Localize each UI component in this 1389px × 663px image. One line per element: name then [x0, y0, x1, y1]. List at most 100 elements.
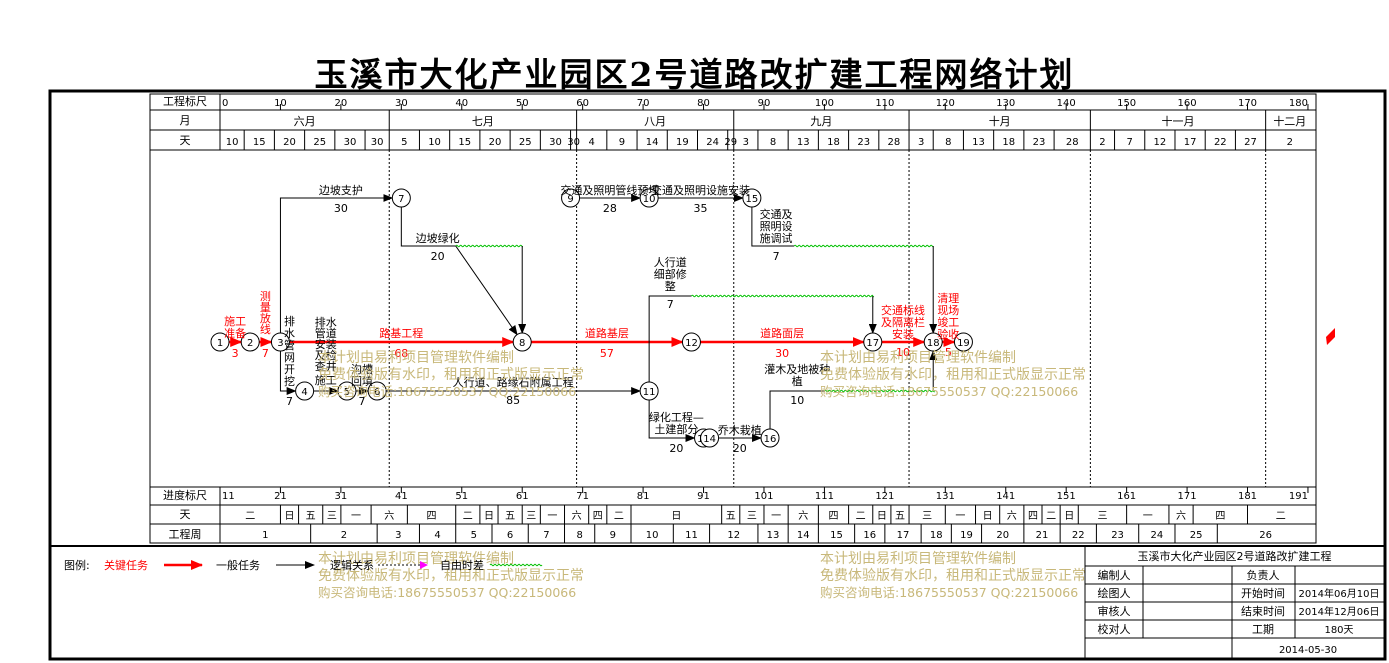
activity-label: 人行道 [654, 255, 687, 269]
event-node [391, 188, 411, 208]
activity-label: 7 [359, 395, 366, 408]
progress-label: 11 [222, 491, 235, 502]
event-node [742, 188, 762, 208]
weekday-cell: 三 [526, 511, 536, 522]
activity-label: 道路面层 [760, 326, 804, 340]
activity-label: 20 [431, 250, 445, 263]
info-project-name: 玉溪市大化产业园区2号道路改扩建工程 [1138, 549, 1332, 563]
normal-arrow [648, 295, 692, 391]
day-cell: 20 [283, 137, 296, 148]
weekday-cell: 二 [1276, 511, 1286, 522]
activity-label: 管道 [315, 326, 337, 340]
activity-label: 土建部分 [654, 422, 698, 436]
ruler-label: 60 [576, 98, 589, 109]
day-cell: 5 [401, 137, 407, 148]
day-cell: 8 [770, 137, 776, 148]
activity-label: 回填 [351, 374, 373, 388]
progress-label: 191 [1289, 491, 1308, 502]
free-float-wave [455, 244, 523, 248]
ruler-label: 160 [1178, 98, 1197, 109]
info-value: 2014年06月10日 [1299, 587, 1380, 600]
week-cell: 16 [863, 530, 876, 541]
inner-frame [149, 93, 1317, 544]
activity-label: 竣工 [937, 315, 959, 329]
day-cell: 18 [827, 137, 840, 148]
weekday-cell: 五 [895, 511, 905, 522]
activity-label: 及隔离栏 [881, 315, 925, 329]
progress-label: 171 [1178, 491, 1197, 502]
event-node [863, 332, 883, 352]
activity-label: 现场 [937, 303, 959, 317]
weekday-cell: 四 [1215, 511, 1225, 522]
day-cell: 30 [567, 137, 580, 148]
activity-label: 安装 [315, 337, 337, 351]
ruler-label: 180 [1289, 98, 1308, 109]
progress-label: 101 [754, 491, 773, 502]
weekday-cell: 四 [1028, 511, 1038, 522]
normal-arrow [279, 342, 297, 395]
event-node [337, 381, 357, 401]
event-node-number: 4 [301, 387, 307, 398]
week-cell: 14 [797, 530, 810, 541]
weekday-cell: 二 [856, 511, 866, 522]
activity-label: 5 [945, 346, 952, 359]
month-label: 六月 [294, 115, 316, 128]
event-node-number: 7 [398, 194, 404, 205]
info-print-date: 2014-05-30 [1279, 645, 1337, 656]
weekday-cell: 六 [384, 510, 394, 522]
weekday-cell: 日 [877, 511, 887, 522]
event-node [700, 428, 720, 448]
watermark-line: 免费体验版有水印，租用和正式版显示正常 [318, 367, 584, 383]
activity-label: 10 [896, 346, 910, 359]
weekday-cell: 六 [572, 510, 582, 522]
progress-label: 161 [1117, 491, 1136, 502]
progress-label: 61 [516, 491, 529, 502]
info-value: 2014年12月06日 [1299, 605, 1380, 618]
event-node-number: 19 [957, 338, 970, 349]
ruler-label: 150 [1117, 98, 1136, 109]
week-cell: 12 [727, 530, 740, 541]
weekday-cell: 一 [955, 511, 965, 522]
progress-label: 111 [815, 491, 834, 502]
row-label-month: 月 [180, 114, 191, 127]
event-node-number: 5 [344, 387, 350, 398]
week-cell: 9 [610, 530, 616, 541]
activity-label: 施工 [315, 374, 337, 387]
row-label-ruler: 工程标尺 [163, 94, 207, 108]
activity-label: 35 [694, 202, 708, 215]
legend-normal-label: 一般任务 [216, 559, 260, 572]
day-cell: 30 [549, 137, 562, 148]
day-cell: 15 [458, 137, 471, 148]
day-cell: 28 [1066, 137, 1079, 148]
info-label: 校对人 [1098, 622, 1131, 636]
event-node [639, 381, 659, 401]
day-cell: 3 [918, 137, 924, 148]
weekday-cell: 一 [351, 511, 361, 522]
ruler-label: 120 [936, 98, 955, 109]
activity-label: 路基工程 [379, 327, 423, 340]
month-label: 七月 [472, 115, 494, 128]
day-cell: 2 [1099, 137, 1105, 148]
watermark-line: 免费体验版有水印，租用和正式版显示正常 [820, 568, 1086, 584]
day-cell: 10 [428, 137, 441, 148]
activity-label: 植 [792, 374, 803, 388]
activity-label: 7 [262, 347, 269, 360]
ruler-label: 50 [516, 98, 529, 109]
event-node [210, 332, 230, 352]
legend-free-wave [489, 563, 543, 567]
day-cell: 7 [1126, 137, 1132, 148]
event-node-number: 11 [643, 387, 656, 398]
watermark-line: 购买咨询电话:18675550537 QQ:22150066 [820, 384, 1078, 399]
week-cell: 24 [1150, 530, 1163, 541]
activity-labels: 施工准备3测量放线7路基工程68道路基层57道路面层30交通标线及隔离栏安装10… [224, 183, 959, 455]
week-cell: 2 [341, 530, 347, 541]
day-cell: 4 [589, 137, 595, 148]
free-float-wave [793, 244, 934, 248]
weekday-cell: 一 [771, 511, 781, 522]
day-cell: 10 [226, 137, 239, 148]
activity-label: 排水 [315, 315, 337, 329]
day-cell: 13 [972, 137, 985, 148]
